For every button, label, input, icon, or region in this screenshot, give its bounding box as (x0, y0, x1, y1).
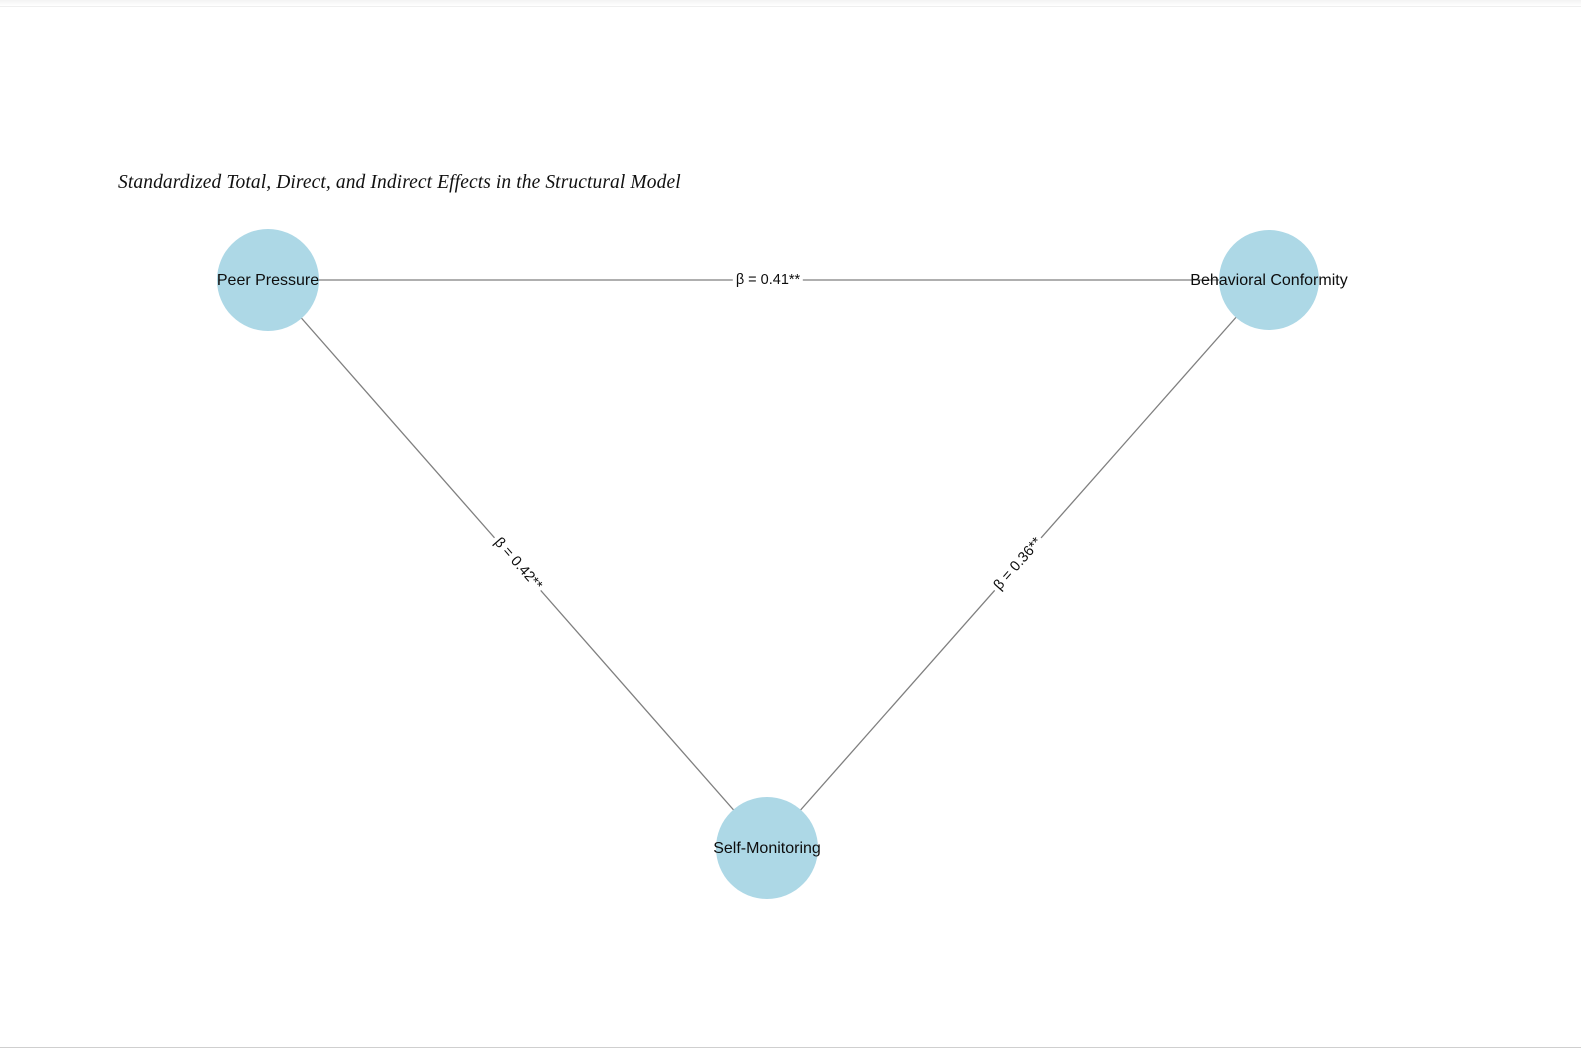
window-bottom-edge (0, 1047, 1581, 1048)
edges-layer (267, 279, 1270, 849)
node-peer-pressure[interactable] (217, 229, 319, 331)
node-label-self-monitoring: Self-Monitoring (713, 840, 821, 857)
nodes-layer (217, 229, 1319, 899)
node-label-peer-pressure: Peer Pressure (216, 272, 320, 289)
window-top-edge (0, 0, 1581, 7)
node-label-behavioral-conformity: Behavioral Conformity (1190, 272, 1348, 289)
node-self-monitoring[interactable] (716, 797, 818, 899)
node-behavioral-conformity[interactable] (1219, 230, 1319, 330)
figure-title: Standardized Total, Direct, and Indirect… (118, 172, 681, 193)
edge-label-peer-pressure-behavioral-conformity: β = 0.41** (732, 271, 804, 289)
